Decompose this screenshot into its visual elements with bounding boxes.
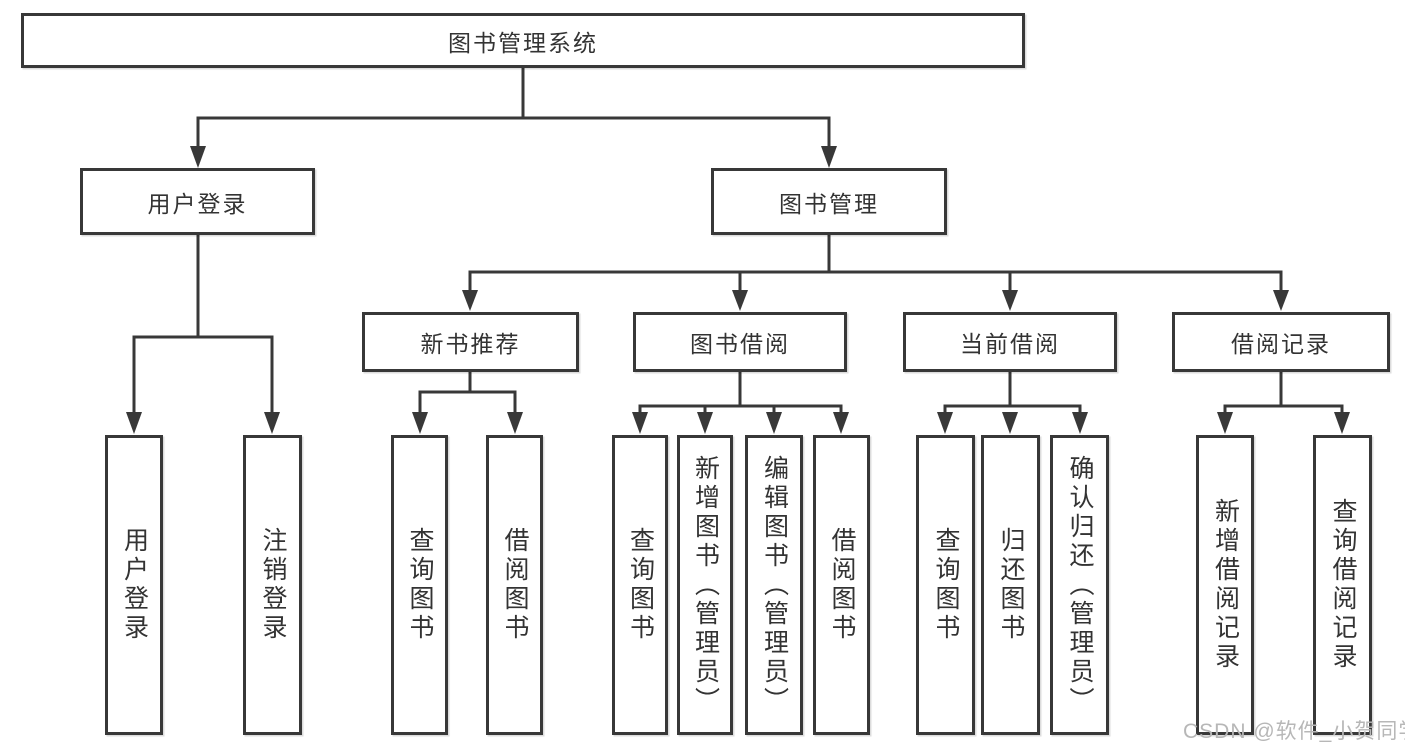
node-book-management-label: 图书管理 — [779, 190, 879, 217]
watermark: CSDN @软件_小贺同学 — [1183, 720, 1405, 743]
leaf-user-login: 用户登录 — [105, 435, 163, 735]
node-user-login: 用户登录 — [80, 168, 315, 235]
node-user-login-label: 用户登录 — [147, 190, 248, 217]
leaf-user-login-label: 用户登录 — [120, 527, 149, 643]
node-current-borrow: 当前借阅 — [903, 312, 1117, 372]
leaf-query-books-borrow: 查询图书 — [612, 435, 668, 735]
node-book-borrow-label: 图书借阅 — [690, 331, 790, 357]
node-borrow-records-label: 借阅记录 — [1231, 331, 1331, 357]
node-book-management: 图书管理 — [711, 168, 947, 235]
leaf-query-books-current: 查询图书 — [916, 435, 975, 735]
node-new-book-recommend: 新书推荐 — [362, 312, 579, 372]
leaf-query-borrow-record-label: 查询借阅记录 — [1329, 498, 1357, 672]
leaf-add-book-admin-label: 新增图书（管理员） — [691, 454, 720, 716]
leaf-logout-label: 注销登录 — [259, 527, 287, 643]
node-root: 图书管理系统 — [21, 13, 1025, 68]
leaf-edit-book-admin: 编辑图书（管理员） — [745, 435, 803, 735]
node-root-label: 图书管理系统 — [448, 29, 598, 56]
node-new-book-recommend-label: 新书推荐 — [420, 331, 521, 357]
leaf-query-borrow-record: 查询借阅记录 — [1313, 435, 1372, 735]
leaf-query-books-recommend: 查询图书 — [391, 435, 448, 735]
leaf-confirm-return-admin-label: 确认归还（管理员） — [1066, 454, 1094, 716]
leaf-return-book-label: 归还图书 — [997, 527, 1025, 643]
leaf-return-book: 归还图书 — [981, 435, 1040, 735]
leaf-confirm-return-admin: 确认归还（管理员） — [1050, 435, 1109, 735]
leaf-edit-book-admin-label: 编辑图书（管理员） — [760, 454, 789, 716]
leaf-query-books-recommend-label: 查询图书 — [406, 527, 434, 643]
leaf-borrow-books: 借阅图书 — [813, 435, 870, 735]
arrowhead-icons — [126, 146, 1350, 434]
leaf-borrow-books-label: 借阅图书 — [828, 527, 856, 643]
leaf-borrow-books-recommend: 借阅图书 — [486, 435, 543, 735]
leaf-add-book-admin: 新增图书（管理员） — [677, 435, 733, 735]
node-borrow-records: 借阅记录 — [1172, 312, 1390, 372]
leaf-add-borrow-record-label: 新增借阅记录 — [1211, 498, 1240, 672]
leaf-query-books-current-label: 查询图书 — [932, 527, 960, 643]
node-current-borrow-label: 当前借阅 — [960, 331, 1060, 357]
leaf-add-borrow-record: 新增借阅记录 — [1196, 435, 1254, 735]
leaf-query-books-borrow-label: 查询图书 — [626, 527, 655, 643]
node-book-borrow: 图书借阅 — [633, 312, 847, 372]
leaf-logout: 注销登录 — [243, 435, 302, 735]
leaf-borrow-books-recommend-label: 借阅图书 — [501, 527, 529, 643]
